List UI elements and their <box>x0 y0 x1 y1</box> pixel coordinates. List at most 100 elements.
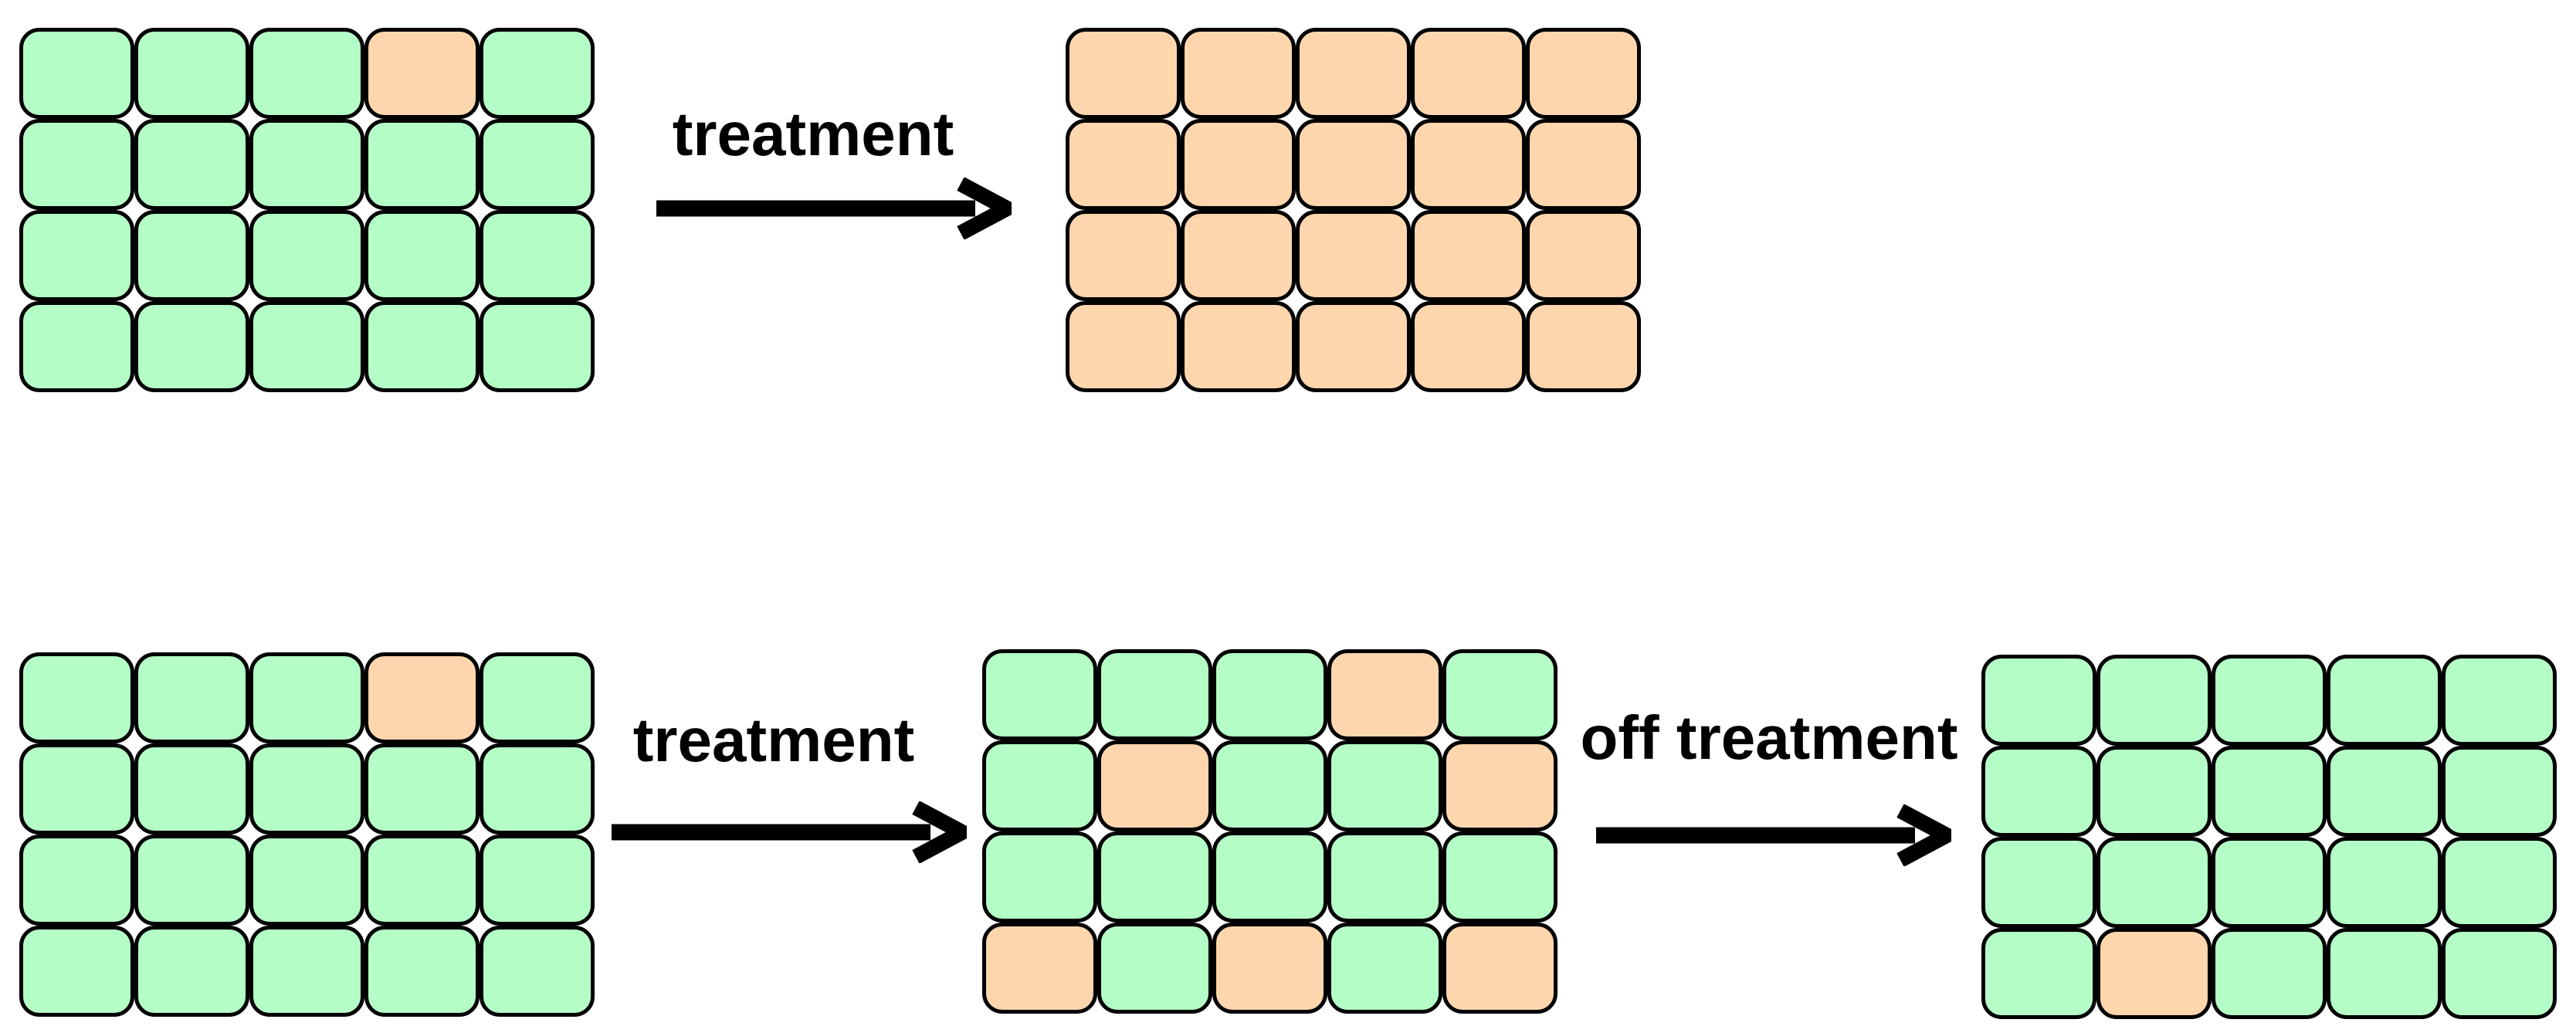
cell-green <box>134 28 249 119</box>
cell-green <box>480 926 595 1017</box>
cell-grid-top-after-treatment <box>1066 28 1641 392</box>
cell-orange <box>1526 119 1641 210</box>
cell-green <box>982 831 1097 923</box>
cell-orange <box>1411 301 1526 392</box>
cell-orange <box>1097 740 1212 831</box>
cell-green <box>2442 746 2557 837</box>
treatment-arrow-top <box>656 178 1012 239</box>
cell-green <box>2327 837 2442 928</box>
cell-green <box>480 119 595 210</box>
cell-green <box>19 835 134 926</box>
cell-green <box>480 28 595 119</box>
cell-green <box>1212 649 1327 740</box>
cell-orange <box>1442 740 1557 831</box>
cell-green <box>2327 655 2442 746</box>
cell-green <box>19 119 134 210</box>
cell-orange <box>1066 301 1181 392</box>
cell-green <box>19 652 134 743</box>
cell-orange <box>1181 119 1296 210</box>
cell-green <box>364 835 480 926</box>
treatment-arrow-bottom <box>612 801 967 863</box>
cell-green <box>2096 746 2212 837</box>
cell-orange <box>1066 119 1181 210</box>
cell-green <box>1981 928 2096 1019</box>
cell-green <box>2212 928 2327 1019</box>
cell-orange <box>1327 649 1442 740</box>
cell-grid-top-initial <box>19 28 595 392</box>
cell-green <box>19 210 134 301</box>
cell-green <box>1097 831 1212 923</box>
cell-green <box>1981 746 2096 837</box>
cell-orange <box>1066 210 1181 301</box>
cell-orange <box>1296 301 1411 392</box>
cell-green <box>134 743 249 835</box>
cell-orange <box>1526 210 1641 301</box>
cell-green <box>19 743 134 835</box>
cell-green <box>1212 740 1327 831</box>
cell-green <box>364 210 480 301</box>
cell-green <box>19 301 134 392</box>
cell-green <box>364 926 480 1017</box>
cell-green <box>1981 655 2096 746</box>
cell-orange <box>1411 210 1526 301</box>
cell-green <box>982 740 1097 831</box>
cell-green <box>1442 649 1557 740</box>
cell-grid-bottom-off-treatment <box>1981 655 2557 1019</box>
cell-orange <box>1212 923 1327 1014</box>
cell-green <box>480 743 595 835</box>
off-treatment-arrow <box>1596 804 1951 866</box>
cell-green <box>2212 837 2327 928</box>
cell-green <box>1327 923 1442 1014</box>
cell-orange <box>1181 210 1296 301</box>
cell-green <box>134 835 249 926</box>
cell-green <box>2096 837 2212 928</box>
cell-orange <box>364 652 480 743</box>
cell-orange <box>1296 210 1411 301</box>
cell-orange <box>1526 301 1641 392</box>
cell-green <box>19 28 134 119</box>
cell-green <box>134 119 249 210</box>
cell-green <box>2442 928 2557 1019</box>
cell-orange <box>364 28 480 119</box>
cell-green <box>1327 831 1442 923</box>
cell-green <box>364 301 480 392</box>
cell-green <box>2327 928 2442 1019</box>
cell-green <box>2327 746 2442 837</box>
treatment-label-top: treatment <box>672 100 954 168</box>
cell-green <box>364 119 480 210</box>
cell-green <box>249 210 364 301</box>
cell-green <box>1097 649 1212 740</box>
off-treatment-label: off treatment <box>1580 703 1958 772</box>
cell-green <box>1327 740 1442 831</box>
cell-green <box>249 926 364 1017</box>
cell-orange <box>1296 28 1411 119</box>
cell-orange <box>1526 28 1641 119</box>
cell-green <box>480 210 595 301</box>
cell-green <box>480 835 595 926</box>
cell-green <box>249 119 364 210</box>
cell-green <box>364 743 480 835</box>
cell-orange <box>982 923 1097 1014</box>
cell-green <box>249 28 364 119</box>
cell-orange <box>1296 119 1411 210</box>
cell-green <box>249 835 364 926</box>
cell-green <box>134 652 249 743</box>
cell-orange <box>1442 923 1557 1014</box>
cell-green <box>1097 923 1212 1014</box>
cell-green <box>249 301 364 392</box>
cell-green <box>19 926 134 1017</box>
cell-green <box>2442 837 2557 928</box>
cell-green <box>1442 831 1557 923</box>
cell-orange <box>2096 928 2212 1019</box>
cell-green <box>1981 837 2096 928</box>
cell-orange <box>1181 301 1296 392</box>
cell-green <box>982 649 1097 740</box>
cell-green <box>480 301 595 392</box>
cell-green <box>249 743 364 835</box>
cell-green <box>2212 746 2327 837</box>
cell-green <box>134 210 249 301</box>
cell-orange <box>1411 119 1526 210</box>
cell-green <box>134 301 249 392</box>
treatment-label-bottom: treatment <box>632 706 915 774</box>
